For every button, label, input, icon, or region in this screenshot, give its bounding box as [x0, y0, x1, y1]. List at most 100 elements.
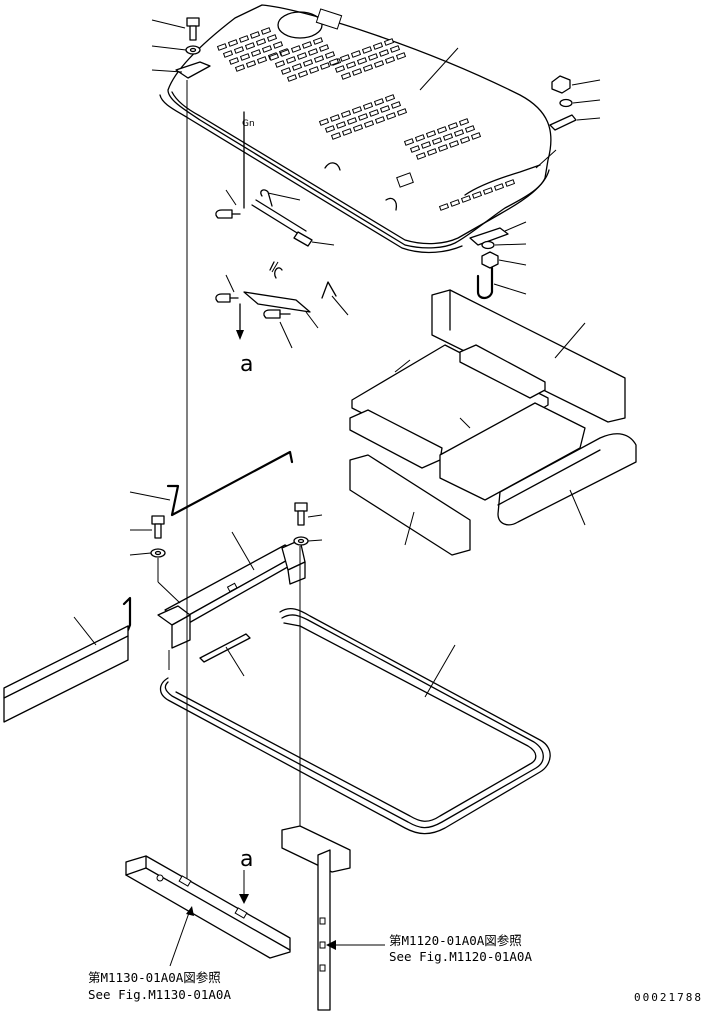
vent-slot: [266, 34, 278, 42]
vent-slot: [383, 38, 395, 46]
vent-slot: [341, 128, 353, 136]
cover-vents: [216, 27, 516, 211]
reference-right-en: See Fig.M1120-01A0A: [389, 949, 532, 964]
lower-frame-right: [281, 825, 351, 1011]
bolt-right: [293, 502, 309, 546]
vent-slot: [334, 65, 346, 73]
reference-arrows: [169, 906, 385, 967]
vent-slot: [389, 45, 401, 53]
vent-slot: [234, 64, 246, 72]
vent-slot: [285, 56, 297, 64]
vent-slot: [290, 45, 302, 53]
vent-slot: [351, 68, 363, 76]
vent-slot: [415, 152, 427, 160]
vent-slot: [280, 67, 292, 75]
vent-slot: [345, 61, 357, 69]
view-label-a-upper: a: [240, 352, 253, 377]
vent-slot: [357, 113, 369, 121]
vent-slot: [228, 57, 240, 65]
view-arrow-lower: [239, 870, 249, 904]
vent-slot: [297, 70, 309, 78]
vent-slot: [470, 132, 482, 140]
vent-slot: [328, 58, 340, 66]
vent-slot: [261, 45, 273, 53]
vent-slot: [384, 56, 396, 64]
vent-slot: [239, 53, 251, 61]
vent-slot: [436, 126, 448, 134]
vent-slot: [227, 39, 239, 47]
vent-slot: [238, 35, 250, 43]
vent-slot: [425, 130, 437, 138]
vent-slot: [493, 183, 505, 191]
vent-slot: [372, 42, 384, 50]
vent-slot: [431, 137, 443, 145]
vent-slot: [222, 50, 234, 58]
vent-slot: [395, 52, 407, 60]
u-bolt: [476, 266, 494, 300]
vent-slot: [426, 148, 438, 156]
gn-label: Gn: [242, 119, 255, 129]
vent-slot: [361, 46, 373, 54]
leader-lines: [73, 19, 601, 698]
bracket-right-front: [469, 227, 509, 269]
vent-slot: [504, 179, 516, 187]
small-strip: [199, 633, 251, 663]
vent-slot: [403, 138, 415, 146]
vent-slot: [256, 56, 268, 64]
drawing-number: 00021788: [634, 991, 703, 1004]
vent-slot: [449, 199, 461, 207]
vent-slot: [362, 102, 374, 110]
vent-slot: [291, 63, 303, 71]
vent-slot: [272, 41, 284, 49]
vent-slot: [313, 55, 325, 63]
vent-slot: [373, 60, 385, 68]
vent-slot: [460, 195, 472, 203]
vent-slot: [286, 74, 298, 82]
vent-slot: [279, 49, 291, 57]
seal-ring: [159, 607, 551, 835]
vent-slot: [385, 112, 397, 120]
vent-slot: [260, 27, 272, 35]
vent-slot: [318, 118, 330, 126]
center-bracket: [157, 539, 306, 649]
vent-slot: [318, 44, 330, 52]
vent-slot: [396, 108, 408, 116]
vent-slot: [335, 121, 347, 129]
vent-slot: [374, 116, 386, 124]
vent-slot: [437, 144, 449, 152]
vent-slot: [307, 48, 319, 56]
reference-left-en: See Fig.M1130-01A0A: [88, 987, 231, 1002]
vent-slot: [356, 57, 368, 65]
vent-slot: [329, 114, 341, 122]
vent-slot: [448, 140, 460, 148]
reference-left-jp: 第M1130-01A0A図参照: [88, 970, 221, 985]
vent-slot: [373, 98, 385, 106]
vent-slot: [339, 54, 351, 62]
top-cover: [159, 4, 552, 254]
view-label-a-lower: a: [240, 847, 253, 872]
vent-slot: [438, 203, 450, 211]
vent-slot: [255, 38, 267, 46]
vent-slot: [340, 72, 352, 80]
nut-top-right: [549, 75, 577, 131]
vent-slot: [319, 62, 331, 70]
side-plate: [3, 625, 129, 723]
vent-slot: [363, 120, 375, 128]
vent-slot: [330, 132, 342, 140]
hinge-assembly: [215, 111, 337, 340]
vent-slot: [453, 129, 465, 137]
vent-slot: [414, 134, 426, 142]
vent-slot: [420, 141, 432, 149]
vent-slot: [250, 49, 262, 57]
vent-slot: [409, 145, 421, 153]
vent-slot: [296, 52, 308, 60]
vent-slot: [350, 50, 362, 58]
vent-slot: [245, 60, 257, 68]
vent-slot: [384, 94, 396, 102]
guide-lines: [168, 80, 301, 890]
vent-slot: [312, 37, 324, 45]
vent-slot: [216, 43, 228, 51]
bolt-left: [150, 515, 181, 604]
vent-slot: [324, 125, 336, 133]
